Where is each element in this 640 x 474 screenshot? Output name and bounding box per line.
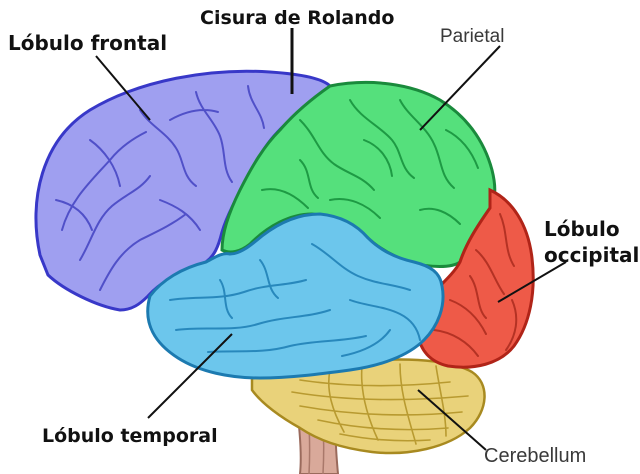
- label-occipital-line1: Lóbulo: [544, 217, 620, 241]
- label-temporal: Lóbulo temporal: [42, 425, 218, 447]
- label-frontal: Lóbulo frontal: [8, 31, 167, 55]
- leader-occipital: [497, 261, 567, 303]
- label-parietal: Parietal: [440, 26, 504, 47]
- leader-parietal: [419, 45, 501, 131]
- leader-lines: [95, 28, 567, 451]
- label-cerebellum: Cerebellum: [484, 445, 586, 467]
- leader-cerebellum: [417, 389, 487, 451]
- leader-frontal: [95, 55, 151, 121]
- occipital-lobe-region: [416, 187, 535, 369]
- label-rolando: Cisura de Rolando: [200, 7, 394, 29]
- temporal-lobe-region: [146, 212, 445, 380]
- parietal-lobe-region: [220, 80, 497, 268]
- label-occipital-line2: occipital: [544, 243, 639, 267]
- leader-temporal: [147, 333, 233, 419]
